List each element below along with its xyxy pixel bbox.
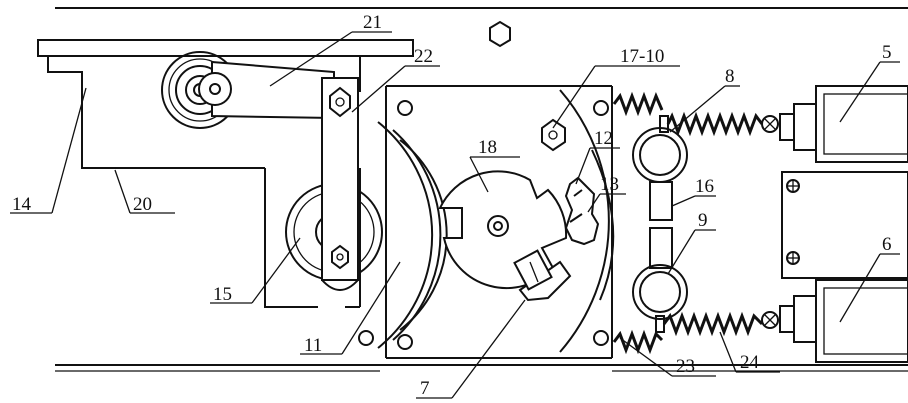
label-9: 9 [698, 210, 708, 231]
bolt-17-10 [541, 118, 566, 152]
label-5: 5 [882, 42, 892, 63]
label-17-10: 17-10 [620, 46, 664, 67]
arm-21 [198, 60, 335, 120]
pawl-12-13 [564, 176, 600, 246]
label-23: 23 [676, 356, 695, 377]
spring-upper [612, 91, 779, 137]
label-21: 21 [363, 12, 382, 33]
label-14: 14 [12, 194, 32, 215]
latch-7 [513, 249, 572, 302]
label-7: 7 [420, 378, 430, 399]
label-24: 24 [740, 352, 760, 373]
mounting-block [781, 171, 908, 279]
solenoid-6 [779, 279, 908, 363]
frame-rails [55, 7, 908, 372]
label-22: 22 [414, 46, 433, 67]
link-16 [649, 181, 673, 269]
label-20: 20 [133, 194, 152, 215]
label-16: 16 [695, 176, 714, 197]
leader-lines [10, 31, 900, 399]
label-8: 8 [725, 66, 735, 87]
part-labels: 14 20 21 22 15 11 7 18 17-10 12 13 8 16 … [12, 12, 892, 399]
arc-guide-11 [377, 121, 448, 349]
roller-8 [632, 127, 688, 183]
link-22 [321, 77, 359, 291]
roller-9 [632, 264, 688, 320]
label-11: 11 [304, 335, 322, 356]
housing-20 [37, 39, 414, 169]
label-18: 18 [478, 137, 497, 158]
label-13: 13 [600, 174, 619, 195]
solenoid-5 [779, 85, 908, 163]
frame-hex-hole [489, 20, 511, 48]
spring-lower-24 [612, 311, 779, 355]
label-6: 6 [882, 234, 892, 255]
label-12: 12 [594, 128, 613, 149]
main-plate [358, 85, 615, 359]
label-15: 15 [213, 284, 232, 305]
